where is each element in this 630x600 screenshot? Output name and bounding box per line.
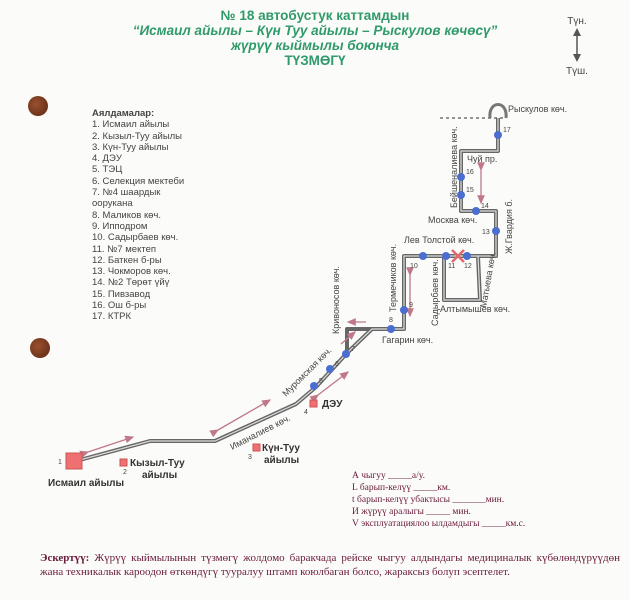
stop-number: 16: [466, 169, 474, 176]
stop-number: 10: [410, 263, 418, 270]
stop-number: 6: [335, 361, 339, 368]
stop-number: 8: [389, 317, 393, 324]
title-line-2: “Исмаил айылы – Күн Туу айылы – Рыскулов…: [132, 23, 498, 38]
stop-number: 7: [351, 346, 355, 353]
stop-number: 3: [248, 454, 252, 461]
stops-heading: Аялдамалар:: [92, 108, 155, 119]
stop-6-marker: [326, 365, 334, 373]
terminal-stop-1: [65, 452, 83, 470]
place-label-4: ДЭУ: [322, 399, 343, 410]
stop-legend-item: 10. Садырбаев көч.: [92, 232, 179, 244]
street-krivonosov: Кривоносов көч.: [331, 266, 341, 334]
title-line-3: жүрүү кыймылы боюнча: [230, 38, 400, 53]
param-v: V эксплуатациялоо ылдамдыгы _____км.с.: [352, 519, 526, 529]
stop-3-marker: [252, 443, 261, 452]
stop-legend-item: 14. №2 Төрөт үйү: [92, 277, 170, 289]
stop-number: 13: [482, 229, 490, 236]
stop-11-marker: [442, 252, 450, 260]
street-altymyshev: Алтымышев көч.: [440, 304, 510, 314]
place-label-3: Күн-Туу: [262, 443, 300, 454]
stop-legend-item: 4. ДЭУ: [92, 153, 122, 165]
stop-legend-item: 15. Пивзавод: [92, 288, 151, 300]
stop-4-marker: [309, 399, 318, 408]
stop-legend-item: 7. №4 шаардык: [92, 187, 161, 199]
street-chui: Чуй пр.: [467, 154, 497, 164]
stop-number: 14: [481, 203, 489, 210]
place-label-1: Исмаил айылы: [48, 478, 124, 489]
street-gvardia: Ж.Гвардия б.: [504, 199, 514, 254]
stop-legend-item: 1. Исмаил айылы: [92, 119, 170, 131]
turnaround-icon: [488, 103, 508, 119]
route-parameters: А чыгуу _____а/у. L барып-келүү _____км.…: [352, 470, 525, 530]
street-muromskaya: Муромская көч.: [280, 345, 333, 398]
param-l: L барып-келүү _____км.: [352, 483, 451, 493]
stop-legend-item: оорукана: [92, 198, 133, 210]
stop-legend-item: 16. Ош б-ры: [92, 300, 147, 312]
stop-13-marker: [492, 227, 500, 235]
street-ryskulov: Рыскулов көч.: [508, 104, 567, 114]
stop-legend-item: 3. Күн-Туу айылы: [92, 141, 169, 153]
title-line-1: № 18 автобустук каттамдын: [220, 8, 410, 23]
place-label-3b: айылы: [264, 455, 299, 466]
stop-legend-item: 11. №7 мектеп: [92, 243, 157, 255]
stop-5-marker: [310, 382, 318, 390]
road-closed-icon: [451, 249, 465, 263]
stop-9-marker: [400, 306, 408, 314]
param-i: И жүрүү аралыгы _____ мин.: [352, 507, 471, 517]
stop-number: 5: [319, 378, 323, 385]
stop-legend-item: 17. КТРК: [92, 311, 132, 323]
punch-hole: [30, 338, 50, 358]
stop-legend-item: 6. Селекция мектеби: [92, 175, 185, 187]
stop-legend-item: 2. Кызыл-Туу айылы: [92, 130, 183, 142]
stop-14-marker: [472, 207, 480, 215]
stop-10-marker: [419, 252, 427, 260]
stop-number: 9: [409, 302, 413, 309]
title-line-4: ТҮЗМӨГҮ: [284, 53, 346, 68]
stop-number: 11: [448, 263, 455, 270]
stop-7-marker: [342, 350, 350, 358]
stop-12-marker: [463, 252, 471, 260]
compass: Түн. Түш.: [566, 16, 588, 77]
stop-legend-item: 8. Маликов көч.: [92, 209, 161, 221]
param-t: t барып-келүү убактысы _______мин.: [352, 495, 505, 505]
note-text: Жүрүү кыймылынын түзмөгү жолдомо баракча…: [40, 552, 621, 578]
punch-hole: [28, 96, 48, 116]
stop-17-marker: [494, 131, 502, 139]
street-termechikov: Термечиков көч.: [388, 244, 398, 312]
note: Эскертүү: Жүрүү кыймылынын түзмөгү жолдо…: [40, 551, 620, 579]
stop-legend-item: 5. ТЭЦ: [92, 164, 123, 176]
stop-legend-item: 9. Ипподром: [92, 220, 148, 232]
street-gagarin: Гагарин көч.: [382, 335, 433, 345]
compass-north: Түн.: [567, 16, 586, 27]
stop-number: 15: [466, 187, 474, 194]
stop-15-marker: [457, 191, 465, 199]
stop-legend-item: 12. Баткен б-ры: [92, 254, 162, 266]
param-a: А чыгуу _____а/у.: [352, 471, 425, 481]
direction-arrows: [79, 162, 485, 459]
compass-south: Түш.: [566, 66, 588, 77]
street-sadyrbaev: Садырбаев көч.: [430, 259, 440, 326]
stop-number: 4: [304, 409, 308, 416]
place-label-2: Кызыл-Туу: [130, 458, 185, 469]
stop-number: 17: [503, 127, 511, 134]
stop-8-marker: [387, 325, 395, 333]
street-lev-tolstoy: Лев Толстой көч.: [404, 235, 474, 245]
stop-number: 12: [464, 263, 472, 270]
street-moskva: Москва көч.: [428, 215, 477, 225]
place-label-2b: айылы: [142, 470, 177, 481]
stop-16-marker: [457, 173, 465, 181]
note-label: Эскертүү:: [40, 552, 90, 564]
street-baishenalieva: Бейшеналиева көч.: [449, 126, 459, 208]
stop-number: 2: [123, 469, 127, 476]
stop-2-marker: [119, 458, 128, 467]
stop-number: 1: [58, 459, 62, 466]
stop-legend-item: 13. Чокморов көч.: [92, 266, 171, 278]
